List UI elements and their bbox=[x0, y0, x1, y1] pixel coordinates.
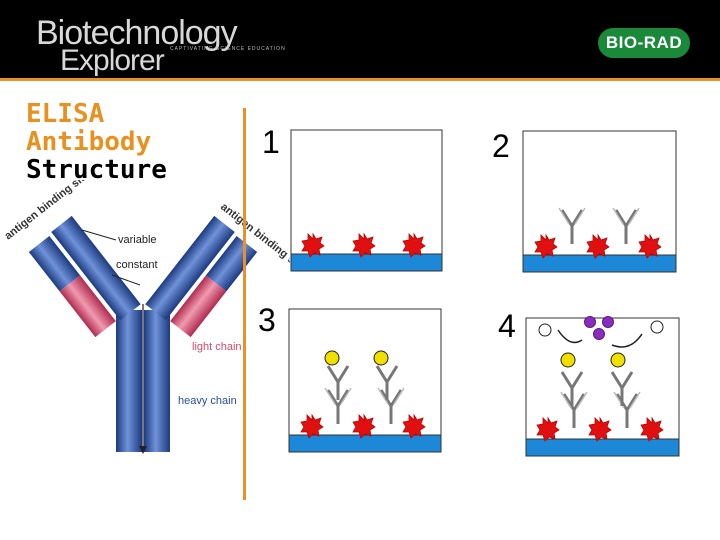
panel-4-product-3 bbox=[594, 329, 605, 340]
panel-4-product-1 bbox=[585, 317, 596, 328]
panel-4-plate bbox=[526, 439, 679, 456]
panel-4-substrate-right bbox=[651, 321, 663, 333]
panel-2 bbox=[523, 131, 676, 272]
panel-1 bbox=[291, 130, 442, 271]
panel-4-substrate-left bbox=[539, 324, 551, 336]
panel-2-plate bbox=[523, 255, 676, 272]
panel-1-plate bbox=[291, 254, 442, 271]
panel-4 bbox=[526, 317, 679, 457]
panel-4-product-2 bbox=[603, 317, 614, 328]
panel-3 bbox=[289, 309, 441, 452]
panel-3-plate bbox=[289, 435, 441, 452]
